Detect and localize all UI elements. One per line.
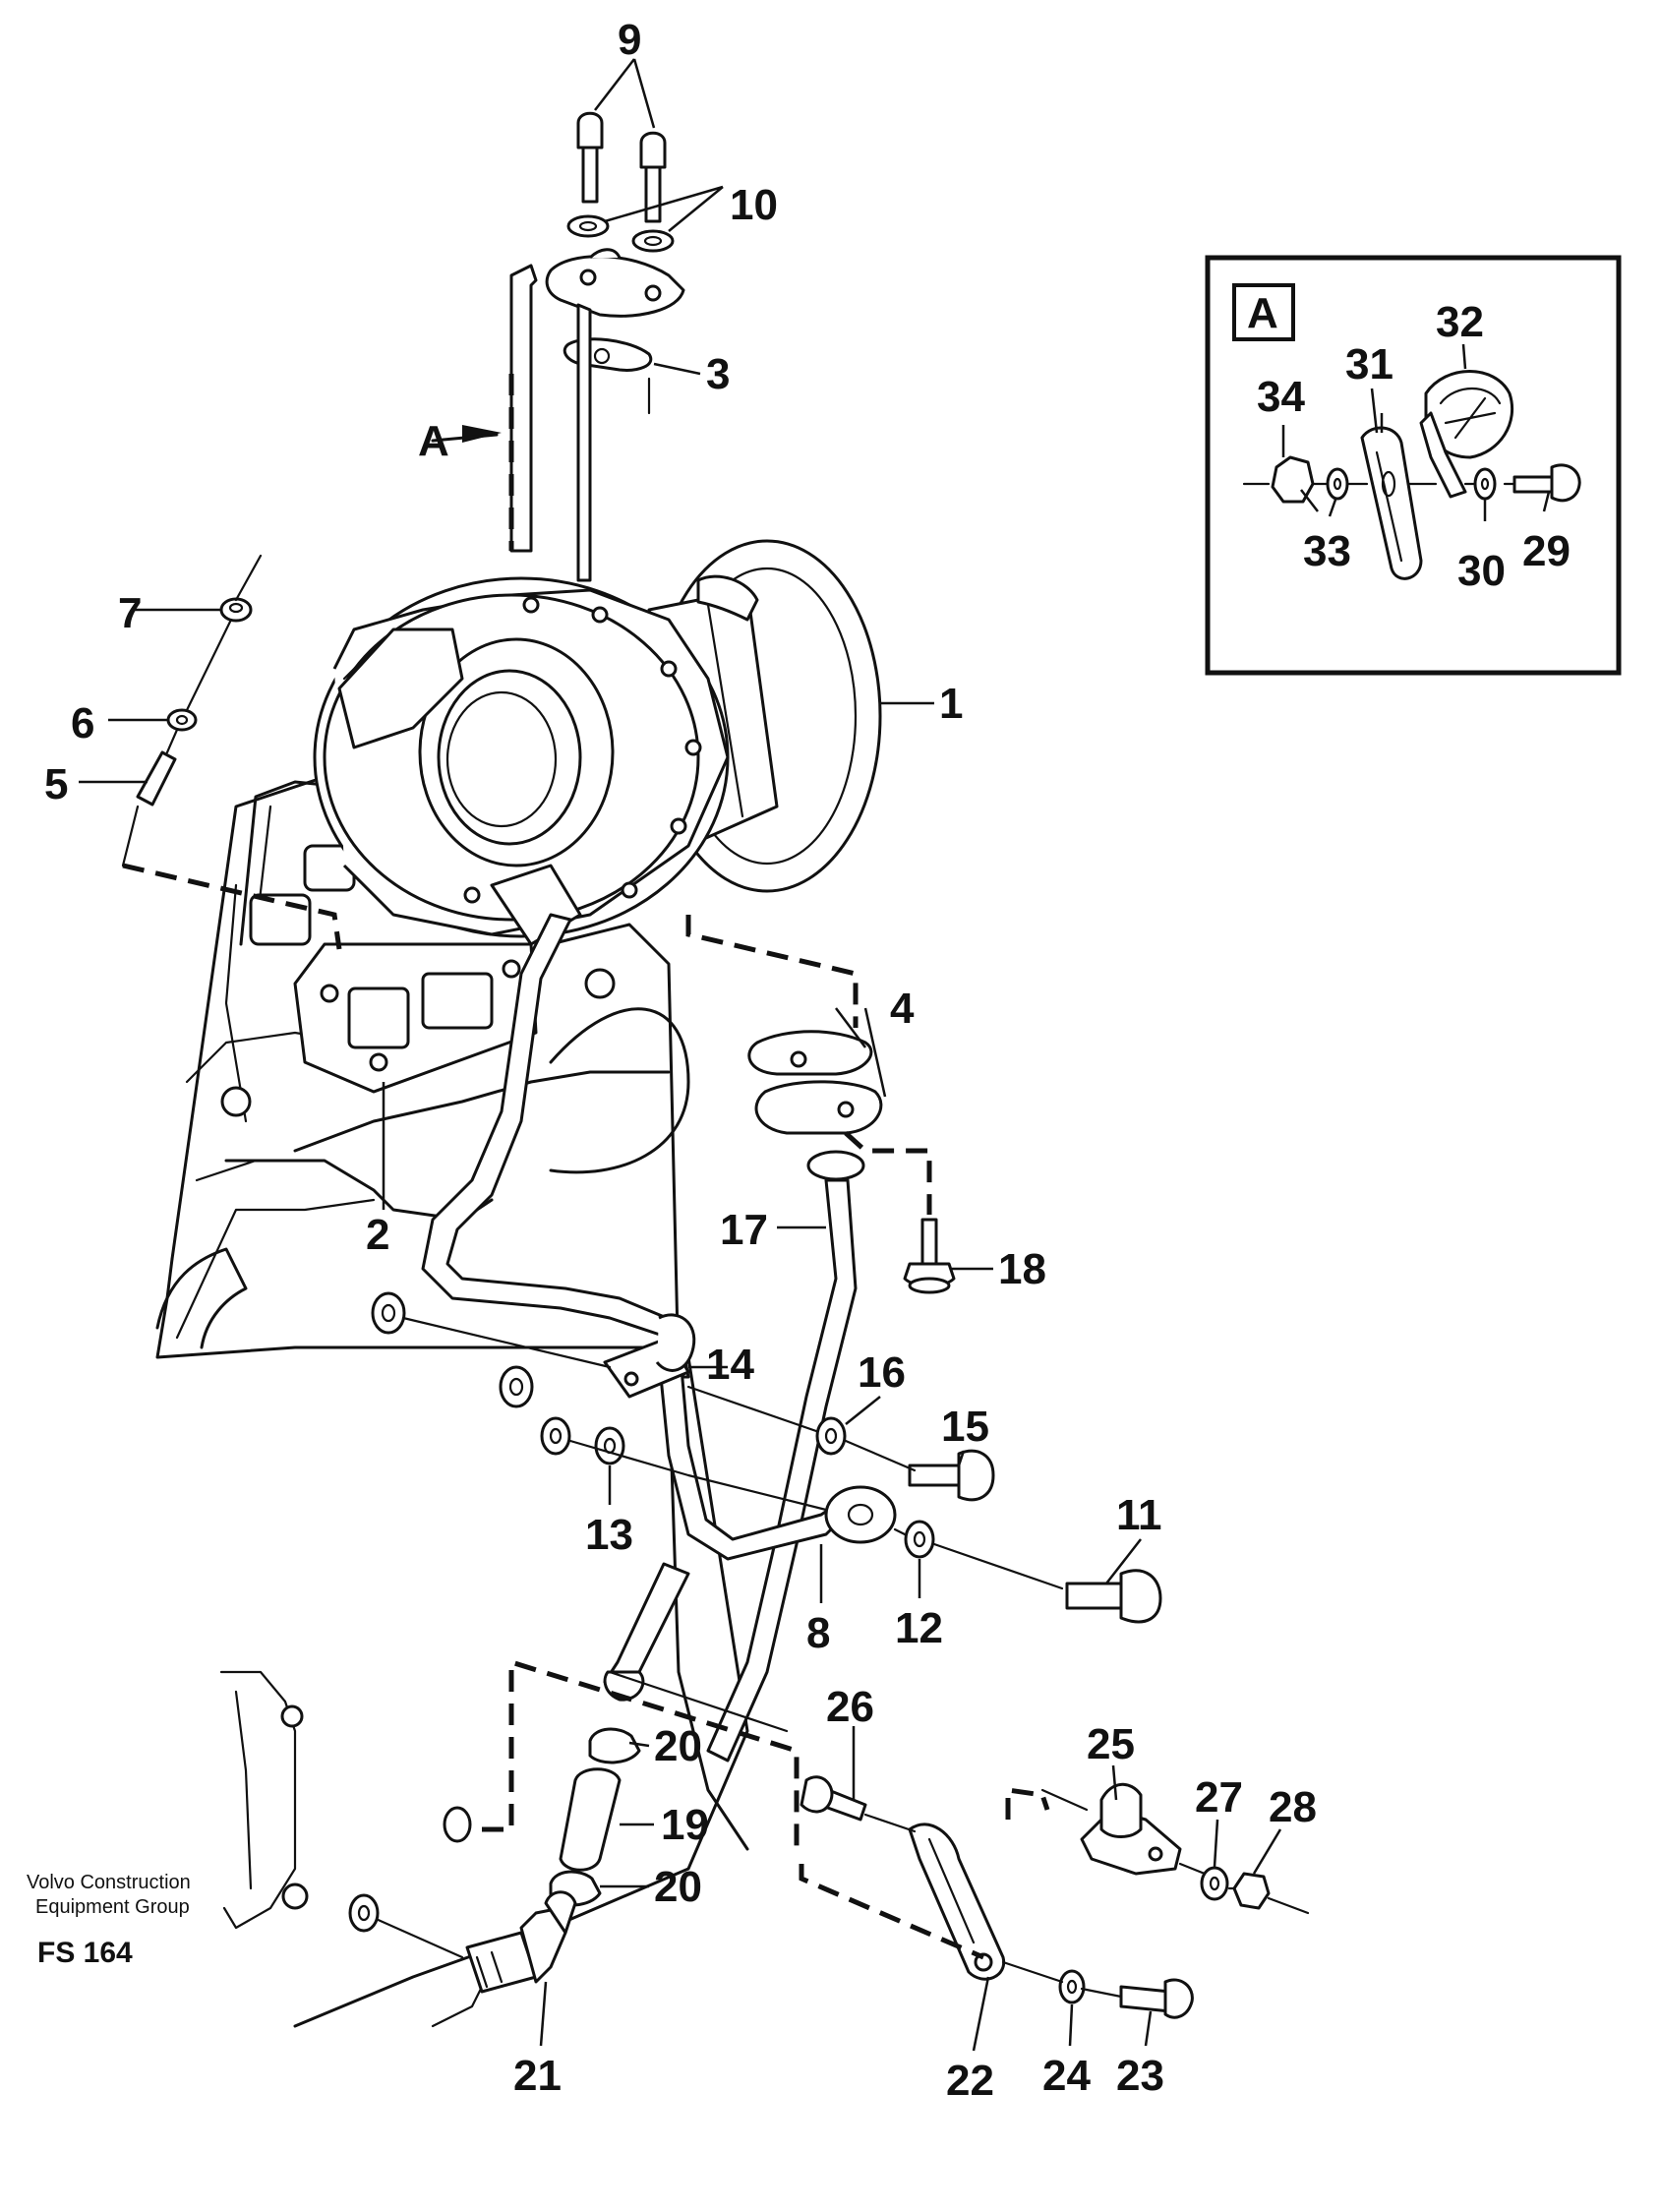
callout-22: 22 (946, 2057, 994, 2105)
callout-12: 12 (895, 1604, 943, 1652)
company-name-line1: Volvo Construction (27, 1872, 191, 1893)
washer-6 (166, 708, 198, 732)
washers-10 (566, 214, 675, 253)
callout-5: 5 (44, 760, 68, 808)
washer-27 (1200, 1866, 1229, 1901)
bolts-9 (576, 111, 667, 223)
bolt-26 (800, 1775, 867, 1822)
washer-13 (594, 1426, 625, 1465)
callout-21: 21 (513, 2052, 562, 2100)
callout-8: 8 (806, 1609, 830, 1657)
inset-view-a (1205, 255, 1622, 676)
callout-25: 25 (1087, 1720, 1135, 1768)
callout-20a: 20 (654, 1722, 702, 1770)
flange-top (545, 248, 685, 318)
clamp-25 (1080, 1782, 1182, 1876)
leader-lines (79, 58, 1551, 2052)
bolt-18 (903, 1218, 956, 1294)
callout-28: 28 (1269, 1783, 1317, 1831)
view-arrow-label: A (418, 417, 449, 465)
callout-17: 17 (720, 1206, 768, 1254)
callout-6: 6 (71, 699, 94, 747)
elbow-21 (465, 1890, 577, 1994)
callout-labels: 1 2 3 4 5 6 7 8 9 10 11 12 13 14 15 16 1… (44, 16, 1571, 2105)
callout-27: 27 (1195, 1773, 1243, 1822)
callout-24: 24 (1042, 2052, 1091, 2100)
footer: Volvo Construction Equipment Group FS 16… (27, 1872, 191, 1969)
bolt-11 (1065, 1569, 1162, 1624)
callout-26: 26 (826, 1683, 874, 1731)
callout-33: 33 (1303, 527, 1351, 575)
figure-code: FS 164 (37, 1937, 133, 1969)
callout-19: 19 (661, 1801, 709, 1849)
callout-11: 11 (1116, 1491, 1162, 1539)
callout-30: 30 (1457, 547, 1506, 595)
clamp-20-upper (588, 1727, 641, 1764)
callout-16: 16 (858, 1348, 906, 1397)
hose-19 (559, 1767, 622, 1872)
callout-18: 18 (998, 1245, 1046, 1293)
callout-10: 10 (730, 181, 778, 229)
callout-3: 3 (706, 350, 730, 398)
bolt-23 (1119, 1978, 1194, 2019)
callout-15: 15 (941, 1403, 989, 1451)
callout-31: 31 (1345, 340, 1393, 389)
clamp-14 (603, 1313, 696, 1399)
bolt-15 (908, 1449, 995, 1502)
callout-34: 34 (1257, 373, 1305, 421)
company-name-line2: Equipment Group (35, 1896, 190, 1918)
nut-28 (1232, 1872, 1271, 1910)
view-arrow-a (431, 425, 502, 443)
callout-9: 9 (618, 16, 641, 64)
stud-5 (136, 750, 177, 807)
callout-23: 23 (1116, 2052, 1164, 2100)
washer-24 (1058, 1969, 1086, 2004)
callout-7: 7 (118, 589, 142, 637)
callout-13: 13 (585, 1511, 633, 1559)
engine-block (155, 775, 749, 2028)
callout-20b: 20 (654, 1863, 702, 1911)
turbocharger (313, 539, 882, 946)
nut-7 (219, 597, 253, 623)
callout-29: 29 (1522, 527, 1571, 575)
callout-2: 2 (366, 1211, 389, 1259)
exhaust-flange (293, 942, 538, 1094)
washer-12 (904, 1520, 935, 1559)
bracket-22 (908, 1823, 1006, 1981)
washer-16 (815, 1416, 847, 1456)
callout-4: 4 (890, 985, 915, 1033)
callout-14: 14 (706, 1341, 754, 1389)
inset-label: A (1247, 289, 1278, 337)
callout-1: 1 (939, 680, 963, 728)
callout-32: 32 (1436, 298, 1484, 346)
